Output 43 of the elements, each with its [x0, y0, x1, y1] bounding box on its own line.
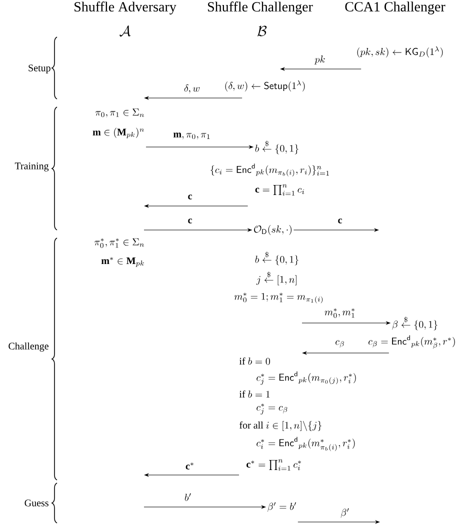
party-symbol: $\mathcal{A}$: [120, 26, 131, 37]
column-heading: Shuffle Challenger: [208, 2, 313, 14]
edge-label: $\mathbf{c}$: [188, 218, 192, 224]
formula: $c^*_j = c_{\beta}$: [256, 404, 288, 414]
formula: $\mathbf{m} \in (\mathbf{M}_{pk})^n$: [92, 128, 144, 138]
phase-label: Setup: [28, 64, 50, 74]
formula: $c_{\beta} = \mathsf{Enc}^{\mathsf{d}}{}_{pk}(m^*_{\beta}, r^*)$: [368, 335, 455, 349]
edge-label: $\mathbf{m}, \pi_0, \pi_1$: [173, 132, 210, 140]
formula: $b \stackrel{\$}{\leftarrow} \{0,1\}$: [255, 140, 298, 154]
edge-label: $m^*_0, m^*_1$: [324, 308, 354, 318]
formula: $\{c_i = \mathsf{Enc}^{\mathsf{d}}{}_{pk}(m_{\pi_b(i)}, r_i)\}_{i=1}^{n}$: [210, 164, 329, 176]
formula: $\mathbf{c}^* = \prod_{i=1}^{n} c^*_i$: [246, 459, 301, 471]
phase-label: Training: [14, 162, 49, 172]
formula: $\pi^*_0, \pi^*_1 \in \Sigma_n$: [94, 238, 144, 248]
formula: $\beta \stackrel{\$}{\leftarrow} \{0,1\}$: [392, 316, 438, 330]
edge-label: $c_{\beta}$: [336, 340, 344, 348]
formula: $\pi_0, \pi_1 \in \Sigma_n$: [95, 108, 144, 118]
party-symbol: $\mathcal{B}$: [258, 26, 267, 36]
phase-label: Guess: [24, 500, 48, 506]
formula: $\text{for all } i \in [1,n] \backslash \{j\}$: [240, 421, 322, 432]
column-heading: Shuffle Adversary: [74, 2, 176, 14]
column-heading: CCA1 Challenger: [345, 2, 446, 14]
edge-label: $\mathbf{c}^*$: [186, 462, 194, 470]
edge-label: $\mathbf{c}$: [188, 194, 192, 200]
formula: $(\delta, w) \leftarrow \mathsf{Setup}(1^{\lambda})$: [225, 80, 305, 92]
formula: $b \stackrel{\$}{\leftarrow} \{0,1\}$: [255, 252, 298, 266]
edge-label: $\mathbf{c}$: [338, 218, 342, 224]
formula: $c^*_j = \mathsf{Enc}^{\mathsf{d}}{}_{pk}(m_{\pi_0(j)}, r^*_i)$: [256, 371, 356, 385]
formula: $j \stackrel{\$}{\leftarrow} [1,n]$: [256, 272, 296, 286]
edge-label: $\beta'$: [340, 508, 349, 518]
formula: $(pk, sk) \leftarrow \mathsf{KG}_D(1^{\lambda})$: [357, 46, 443, 58]
edge-label: $pk$: [314, 56, 325, 64]
formula: $c^*_i = \mathsf{Enc}^{\mathsf{d}}{}_{pk}(m^*_{\pi_b(i)}, r^*_i)$: [256, 436, 355, 452]
formula: $\mathbf{m}^* \in \mathbf{M}_{pk}$: [101, 257, 144, 267]
phase-label: Challenge: [8, 342, 48, 352]
edge-label: $\delta, w$: [184, 84, 200, 94]
formula: $\text{if } b = 0$: [239, 357, 270, 365]
edge-label: $b'$: [184, 493, 191, 501]
formula: $\mathcal{O}_{\mathsf{D}}(sk, \cdot)$: [254, 225, 292, 235]
formula: $\text{if } b = 1$: [239, 390, 270, 398]
formula: $\mathbf{c} = \prod_{i=1}^{n} c_i$: [255, 184, 304, 196]
formula: $m^*_0 = 1; m^*_1 = m_{\pi_1(i)}$: [234, 292, 323, 304]
formula: $\beta' = b'$: [268, 502, 296, 512]
